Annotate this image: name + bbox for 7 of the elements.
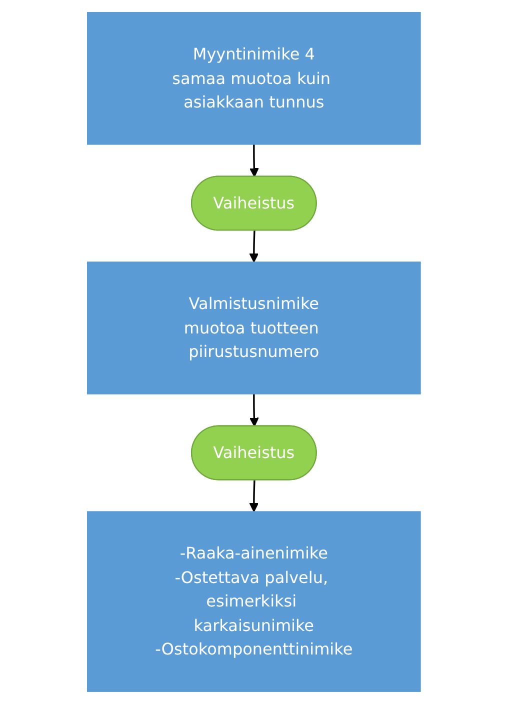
- arrow: [249, 480, 259, 512]
- arrow: [250, 144, 259, 178]
- node-box: Valmistusnimike muotoa tuotteen piirustusnumero: [87, 262, 421, 394]
- node-box: Myyntinimike 4 samaa muotoa kuin asiakkaan tunnus: [87, 12, 421, 145]
- arrow: [249, 230, 259, 263]
- node-box: -Raaka-ainenimike -Ostettava palvelu, esimerkiksi karkaisunimike -Ostokomponenttinimike: [87, 511, 421, 692]
- arrow: [250, 394, 259, 427]
